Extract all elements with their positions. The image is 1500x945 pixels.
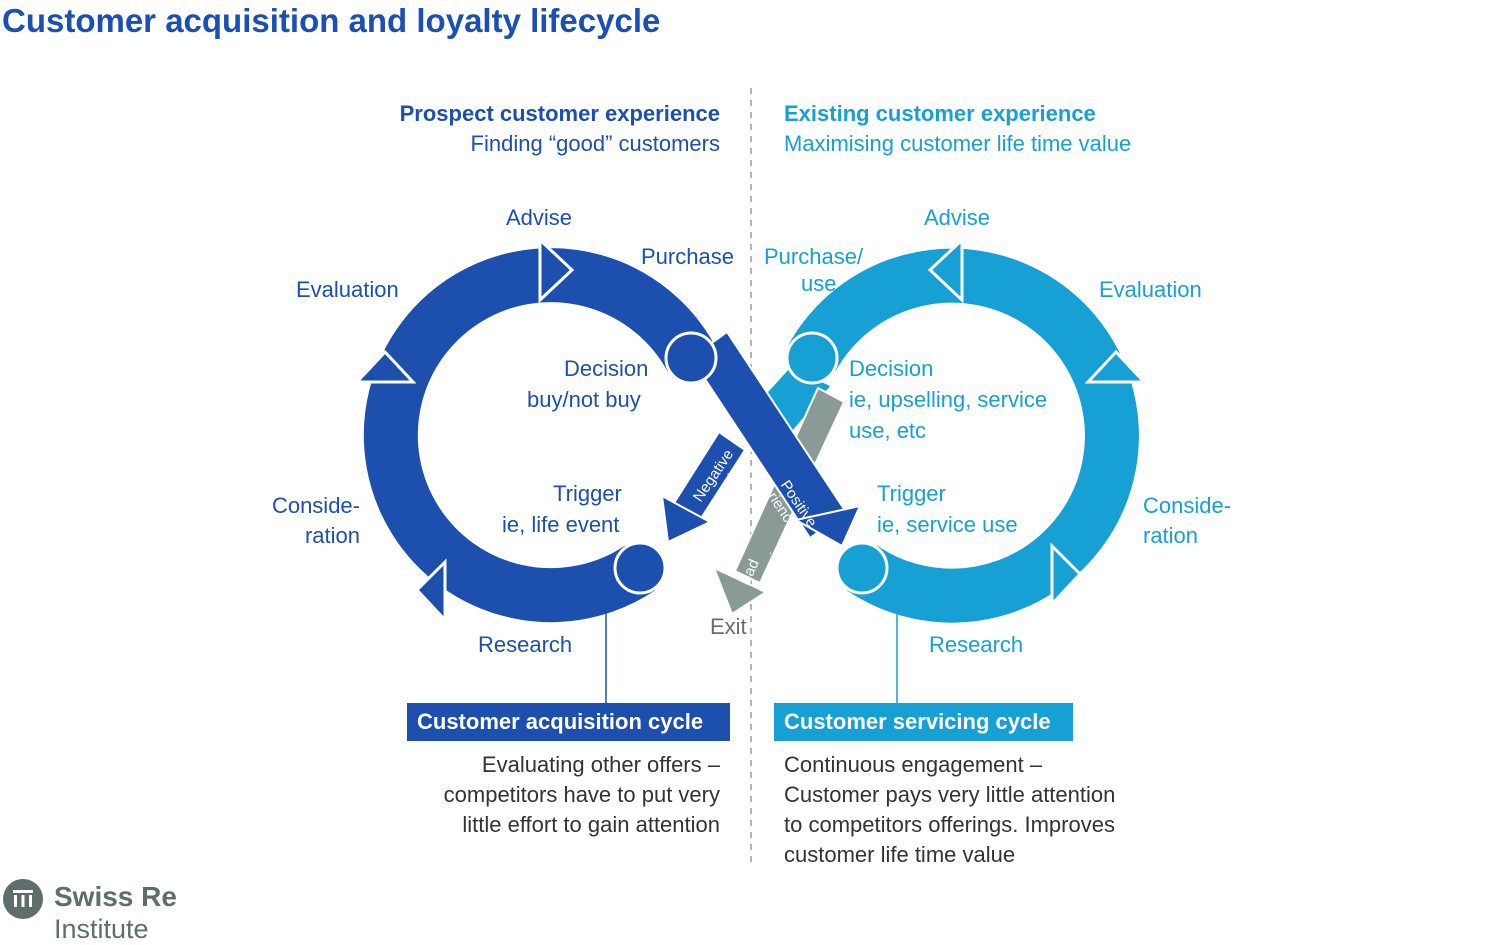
svc-label-decision-detail-1: ie, upselling, service	[849, 387, 1048, 412]
svc-decision-node	[785, 331, 839, 385]
existing-heading: Existing customer experience	[784, 101, 1096, 126]
page-title: Customer acquisition and loyalty lifecyc…	[2, 2, 661, 39]
acq-label-trigger: Trigger	[553, 481, 622, 506]
acquisition-cycle-description: Evaluating other offers – competitors ha…	[444, 750, 720, 840]
prospect-heading: Prospect customer experience	[399, 101, 720, 126]
svc-label-purchase-2: use	[801, 271, 837, 296]
acq-arrow-top	[538, 236, 575, 304]
acq-label-decision: Decision	[564, 356, 649, 381]
acq-desc-line: competitors have to put very	[443, 782, 720, 807]
svc-label-consideration-2: ration	[1143, 523, 1199, 548]
prospect-subheading: Finding “good” customers	[470, 131, 720, 156]
svc-desc-line: Continuous engagement –	[784, 752, 1043, 777]
acq-label-purchase: Purchase	[641, 244, 734, 269]
servicing-cycle-label: Customer servicing cycle	[774, 703, 1073, 741]
acq-arrow-bottom	[414, 558, 447, 624]
svc-label-decision: Decision	[849, 356, 934, 381]
positive-experience-arrow	[689, 330, 862, 548]
svc-label-trigger-detail: ie, service use	[877, 512, 1018, 537]
acq-label-evaluation: Evaluation	[296, 277, 399, 302]
svc-label-research: Research	[929, 632, 1024, 657]
svc-label-consideration-1: Conside-	[1143, 493, 1232, 518]
acquisition-ring	[363, 248, 715, 623]
acq-label-consideration-2: ration	[304, 523, 360, 548]
svc-label-purchase-1: Purchase/	[764, 244, 864, 269]
svc-label-trigger: Trigger	[877, 481, 946, 506]
acq-label-advise: Advise	[506, 205, 573, 230]
acq-label-decision-detail: buy/not buy	[527, 387, 641, 412]
acquisition-cycle-label: Customer acquisition cycle	[407, 703, 730, 741]
acq-label-trigger-detail: ie, life event	[502, 512, 620, 537]
acq-decision-node	[664, 331, 718, 385]
svc-arrow-top	[927, 236, 964, 304]
acq-connector-dot	[602, 603, 610, 611]
svc-label-decision-detail-2: use, etc	[849, 418, 927, 443]
negative-experience-arrow	[660, 430, 747, 544]
svc-label-evaluation: Evaluation	[1099, 277, 1202, 302]
swiss-re-logo-icon	[3, 879, 43, 919]
svc-desc-line: Customer pays very little attention	[784, 782, 1116, 807]
acq-desc-line: little effort to gain attention	[462, 812, 720, 837]
existing-subheading: Maximising customer life time value	[784, 131, 1132, 156]
acq-arrow-left	[353, 349, 417, 384]
svc-arrow-right	[1084, 349, 1148, 384]
acq-label-consideration-1: Conside-	[271, 493, 360, 518]
svc-arrow-bottom	[1050, 542, 1083, 608]
exit-label: Exit	[710, 614, 747, 639]
svc-desc-line: customer life time value	[784, 842, 1016, 867]
servicing-cycle-description: Continuous engagement – Customer pays ve…	[784, 750, 1115, 870]
svc-connector-dot	[893, 603, 901, 611]
svc-trigger-node	[835, 541, 889, 595]
brand-unit: Institute	[54, 914, 149, 944]
brand-name: Swiss Re	[54, 881, 177, 912]
acq-desc-line: Evaluating other offers –	[481, 752, 720, 777]
svc-label-advise: Advise	[924, 205, 991, 230]
acq-trigger-node	[613, 541, 667, 595]
servicing-ring	[788, 248, 1139, 623]
svc-desc-line: to competitors offerings. Improves	[784, 812, 1115, 837]
acq-label-research: Research	[478, 632, 573, 657]
